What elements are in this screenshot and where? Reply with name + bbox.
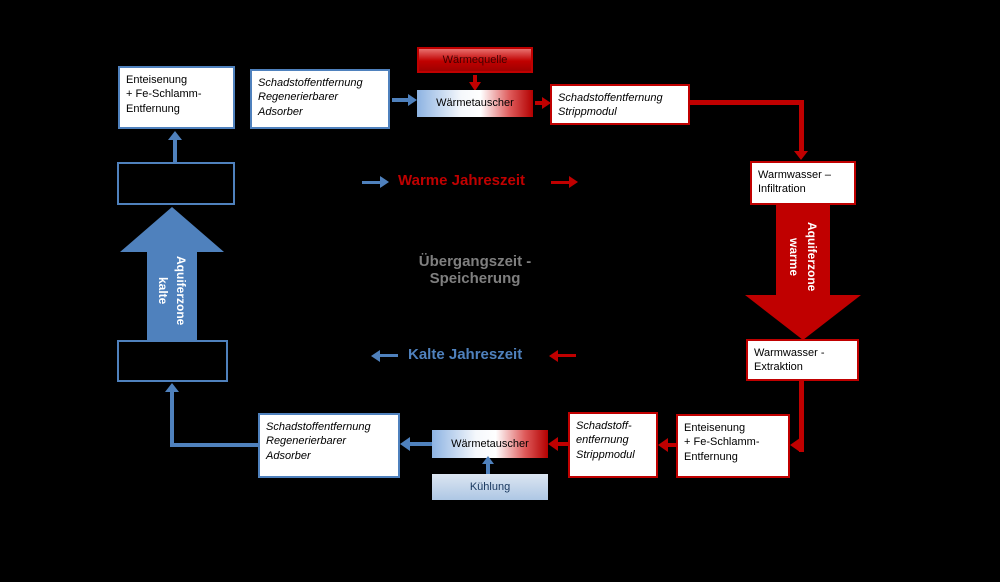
connector-strip-to-heatexchanger-bottom bbox=[558, 442, 568, 446]
connector-adsorber-to-storage-h bbox=[170, 443, 258, 447]
connector-adsorber-to-storage-v bbox=[170, 392, 174, 447]
cold-aquifer-label: kalte Aquiferzone bbox=[156, 255, 188, 326]
cold-season-blue-arrow bbox=[380, 354, 398, 357]
warm-aquifer-arrow-shaft bbox=[776, 205, 830, 296]
box-warmwasser-infiltration: Warmwasser – Infiltration bbox=[750, 161, 856, 205]
box-enteisenung-bottom: Enteisenung + Fe-Schlamm- Entfernung bbox=[676, 414, 790, 478]
connector-heatexchanger-to-strip bbox=[535, 101, 543, 105]
arrowhead-up-icon bbox=[168, 131, 182, 140]
connector-cooling-to-heatexchanger bbox=[486, 463, 490, 474]
connector-adsorber-to-heatexchanger bbox=[392, 98, 408, 102]
cold-season-red-arrow bbox=[558, 354, 576, 357]
label-kalte-jahreszeit: Kalte Jahreszeit bbox=[408, 346, 523, 363]
arrowhead-right-icon bbox=[380, 176, 389, 188]
connector-strip-to-infiltration-v bbox=[799, 100, 804, 152]
connector-heatsource-to-heatexchanger bbox=[473, 75, 477, 83]
box-enteisenung-top: Enteisenung + Fe-Schlamm- Entfernung bbox=[118, 66, 235, 129]
label-warme-jahreszeit: Warme Jahreszeit bbox=[398, 172, 526, 189]
arrowhead-right-icon bbox=[569, 176, 578, 188]
arrowhead-up-icon bbox=[165, 383, 179, 392]
cold-aquifer-arrow-head-icon bbox=[120, 207, 224, 252]
arrowhead-left-icon bbox=[549, 350, 558, 362]
connector-extraction-to-deironing-v bbox=[799, 381, 804, 452]
box-storage-top bbox=[117, 162, 235, 205]
arrowhead-down-icon bbox=[469, 82, 481, 91]
label-uebergangszeit: Übergangszeit - Speicherung bbox=[418, 253, 532, 287]
box-adsorber-top: Schadstoffentfernung Regenerierbarer Ads… bbox=[250, 69, 390, 129]
arrowhead-right-icon bbox=[542, 97, 551, 109]
arrowhead-down-icon bbox=[794, 151, 808, 160]
warm-season-blue-arrow bbox=[362, 181, 380, 184]
box-waermequelle: Wärmequelle bbox=[417, 47, 533, 73]
box-strippmodul-bottom: Schadstoff- entfernung Strippmodul bbox=[568, 412, 658, 478]
arrowhead-left-icon bbox=[658, 438, 668, 452]
box-warmwasser-extraktion: Warmwasser - Extraktion bbox=[746, 339, 859, 381]
box-strippmodul-top: Schadstoffentfernung Strippmodul bbox=[550, 84, 690, 125]
warm-season-red-arrow bbox=[551, 181, 569, 184]
cold-aquifer-arrow-shaft bbox=[147, 251, 197, 340]
box-waermetauscher-bottom: Wärmetauscher bbox=[432, 430, 548, 458]
arrowhead-left-icon bbox=[790, 438, 800, 452]
connector-deironing-to-strip bbox=[668, 443, 676, 447]
warm-aquifer-arrow-head-icon bbox=[745, 295, 861, 340]
arrowhead-left-icon bbox=[548, 437, 558, 451]
arrowhead-left-icon bbox=[371, 350, 380, 362]
box-waermetauscher-top: Wärmetauscher bbox=[417, 90, 533, 117]
connector-strip-to-infiltration-h bbox=[690, 100, 804, 105]
arrowhead-left-icon bbox=[400, 437, 410, 451]
connector-storage-to-deironing bbox=[173, 140, 177, 162]
arrowhead-up-icon bbox=[482, 456, 494, 464]
box-kuehlung: Kühlung bbox=[432, 474, 548, 500]
arrowhead-right-icon bbox=[408, 94, 417, 106]
warm-aquifer-label: warme Aquiferzone bbox=[787, 222, 819, 292]
box-storage-bottom bbox=[117, 340, 228, 382]
connector-heatexchanger-to-adsorber-bottom bbox=[410, 442, 432, 446]
box-adsorber-bottom: Schadstoffentfernung Regenerierbarer Ads… bbox=[258, 413, 400, 478]
